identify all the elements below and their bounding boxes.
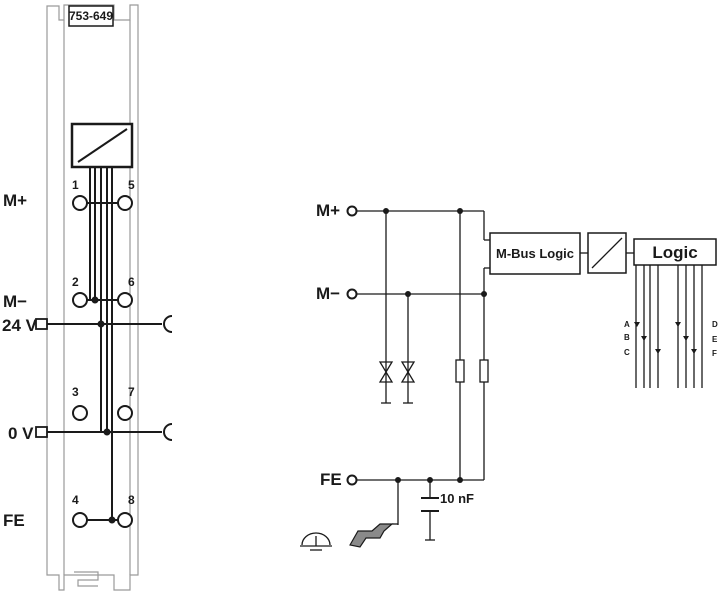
varistors: [378, 361, 416, 383]
led-f-icon: [691, 349, 697, 354]
label-0v: 0 V: [8, 424, 34, 443]
label-m-minus: M−: [316, 284, 340, 303]
terminal-2: [72, 292, 88, 308]
led-label-c: C: [624, 348, 630, 357]
terminal-number-3: 3: [72, 385, 79, 399]
label-m-plus: M+: [316, 201, 340, 220]
terminal-4: [72, 512, 88, 528]
led-c-icon: [655, 349, 661, 354]
schematic-labels: M+ M− FE 10 nF: [316, 201, 474, 506]
part-number: 753-649: [69, 9, 113, 23]
label-capacitor: 10 nF: [440, 491, 474, 506]
terminal-6: [117, 292, 133, 308]
module-left-labels: M+ M− 24 V 0 V FE: [2, 191, 38, 530]
terminal-m-plus: [346, 205, 358, 217]
led-label-d: D: [712, 320, 718, 329]
logic-label: Logic: [652, 243, 697, 262]
terminal-number-2: 2: [72, 275, 79, 289]
led-indicators: [634, 322, 697, 354]
terminal-number-5: 5: [128, 178, 135, 192]
label-fe-left: FE: [3, 511, 25, 530]
led-b-icon: [641, 336, 647, 341]
isolator-block: [587, 232, 627, 274]
label-fe: FE: [320, 470, 342, 489]
terminal-7: [117, 405, 133, 421]
led-label-f: F: [712, 349, 717, 358]
terminal-number-7: 7: [128, 385, 135, 399]
power-contacts-left: [35, 318, 48, 438]
terminal-1: [72, 195, 88, 211]
converter-symbol: [70, 122, 134, 169]
led-a-icon: [634, 322, 640, 327]
led-label-e: E: [712, 335, 718, 344]
module-terminals: [72, 195, 133, 528]
terminal-number-4: 4: [72, 493, 79, 507]
led-e-icon: [683, 336, 689, 341]
resistors: [455, 359, 489, 383]
ground-symbol: [300, 532, 332, 551]
schematic-wires: [356, 210, 490, 540]
terminal-8: [117, 512, 133, 528]
schematic-junctions: [383, 208, 487, 483]
led-label-b: B: [624, 333, 630, 342]
led-label-a: A: [624, 320, 630, 329]
label-m-minus-left: M−: [3, 292, 27, 311]
part-number-label: 753-649: [68, 5, 114, 27]
terminal-fe: [346, 474, 358, 486]
power-contacts-right: [163, 315, 173, 441]
schematic-terminals: [346, 205, 358, 486]
terminal-number-6: 6: [128, 275, 135, 289]
led-lines: [635, 265, 703, 388]
label-m-plus-left: M+: [3, 191, 27, 210]
terminal-m-minus: [346, 288, 358, 300]
terminal-number-8: 8: [128, 493, 135, 507]
module-junctions: [91, 296, 116, 524]
terminal-numbers: 1 5 2 6 3 7 4 8: [72, 178, 135, 507]
capacitor-symbol: [421, 497, 439, 541]
terminal-3: [72, 405, 88, 421]
led-d-icon: [675, 322, 681, 327]
mbus-logic-label: M-Bus Logic: [496, 246, 574, 261]
mbus-logic-block: M-Bus Logic: [489, 232, 581, 275]
terminal-number-1: 1: [72, 178, 79, 192]
din-rail-symbol: [349, 523, 398, 548]
terminal-5: [117, 195, 133, 211]
label-24v: 24 V: [2, 316, 38, 335]
led-labels: A B C D E F: [624, 320, 718, 358]
logic-block: Logic: [633, 238, 717, 266]
